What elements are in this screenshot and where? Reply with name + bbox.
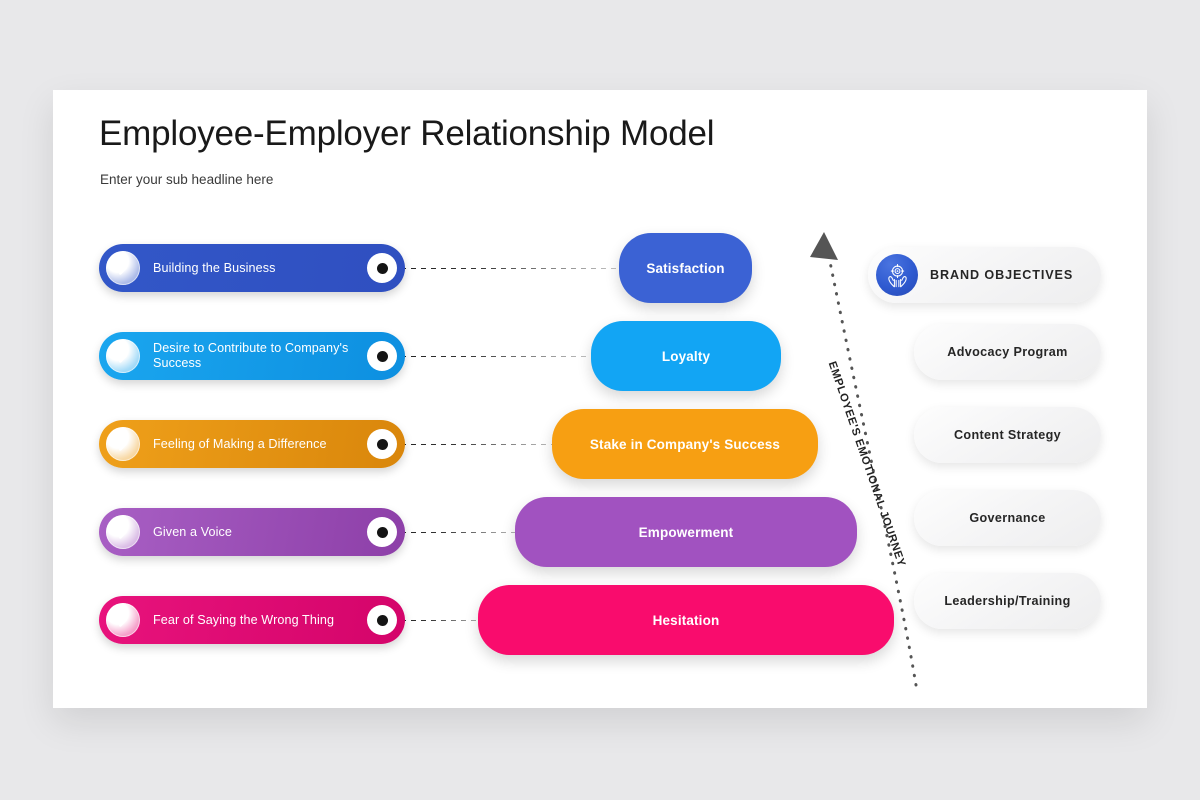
- right-item-content-strategy[interactable]: Content Strategy: [914, 407, 1101, 463]
- center-block-satisfaction[interactable]: Satisfaction: [619, 233, 752, 303]
- connector-dot: [367, 517, 397, 547]
- chevron-right-icon: [106, 515, 140, 549]
- left-pill-label: Feeling of Making a Difference: [153, 436, 327, 451]
- center-block-label: Empowerment: [638, 524, 734, 540]
- slide-card: Employee-Employer Relationship Model Ent…: [53, 90, 1147, 708]
- center-block-label: Loyalty: [661, 348, 711, 364]
- connector-line-4: [391, 620, 501, 621]
- hands-target-icon: [876, 254, 918, 296]
- left-pill-label: Building the Business: [153, 260, 276, 275]
- connector-line-1: [391, 356, 613, 357]
- left-pill-desire-to-contribute[interactable]: Desire to Contribute to Company's Succes…: [99, 332, 405, 380]
- right-item-label: Leadership/Training: [944, 594, 1071, 608]
- center-block-label: Stake in Company's Success: [589, 436, 781, 452]
- chevron-right-icon: [106, 339, 140, 373]
- page-subtitle: Enter your sub headline here: [100, 172, 274, 187]
- connector-line-2: [391, 444, 576, 445]
- right-item-label: BRAND OBJECTIVES: [930, 268, 1074, 282]
- chevron-right-icon: [106, 603, 140, 637]
- left-pill-label: Desire to Contribute to Company's Succes…: [153, 341, 349, 370]
- right-item-label: Governance: [969, 511, 1046, 525]
- center-block-stake-in-companys-success[interactable]: Stake in Company's Success: [552, 409, 818, 479]
- left-pill-given-a-voice[interactable]: Given a Voice: [99, 508, 405, 556]
- page-title: Employee-Employer Relationship Model: [99, 114, 715, 153]
- connector-line-3: [391, 532, 539, 533]
- chevron-right-icon: [106, 427, 140, 461]
- center-block-label: Satisfaction: [646, 260, 725, 276]
- right-item-label: Advocacy Program: [947, 345, 1068, 359]
- center-block-empowerment[interactable]: Empowerment: [515, 497, 857, 567]
- center-block-loyalty[interactable]: Loyalty: [591, 321, 781, 391]
- right-item-leadership-training[interactable]: Leadership/Training: [914, 573, 1101, 629]
- left-pill-building-the-business[interactable]: Building the Business: [99, 244, 405, 292]
- connector-dot: [367, 341, 397, 371]
- center-block-label: Hesitation: [652, 612, 720, 628]
- connector-dot: [367, 253, 397, 283]
- left-pill-feeling-of-making-a-difference[interactable]: Feeling of Making a Difference: [99, 420, 405, 468]
- right-item-governance[interactable]: Governance: [914, 490, 1101, 546]
- right-item-brand-objectives[interactable]: BRAND OBJECTIVES: [868, 247, 1101, 303]
- right-item-label: Content Strategy: [953, 428, 1062, 442]
- connector-dot: [367, 429, 397, 459]
- right-item-advocacy-program[interactable]: Advocacy Program: [914, 324, 1101, 380]
- left-pill-label: Given a Voice: [153, 524, 233, 539]
- center-block-hesitation[interactable]: Hesitation: [478, 585, 894, 655]
- connector-dot: [367, 605, 397, 635]
- connector-line-0: [391, 268, 643, 269]
- left-pill-fear-of-saying-the-wrong-thing[interactable]: Fear of Saying the Wrong Thing: [99, 596, 405, 644]
- left-pill-label: Fear of Saying the Wrong Thing: [153, 612, 335, 627]
- chevron-right-icon: [106, 251, 140, 285]
